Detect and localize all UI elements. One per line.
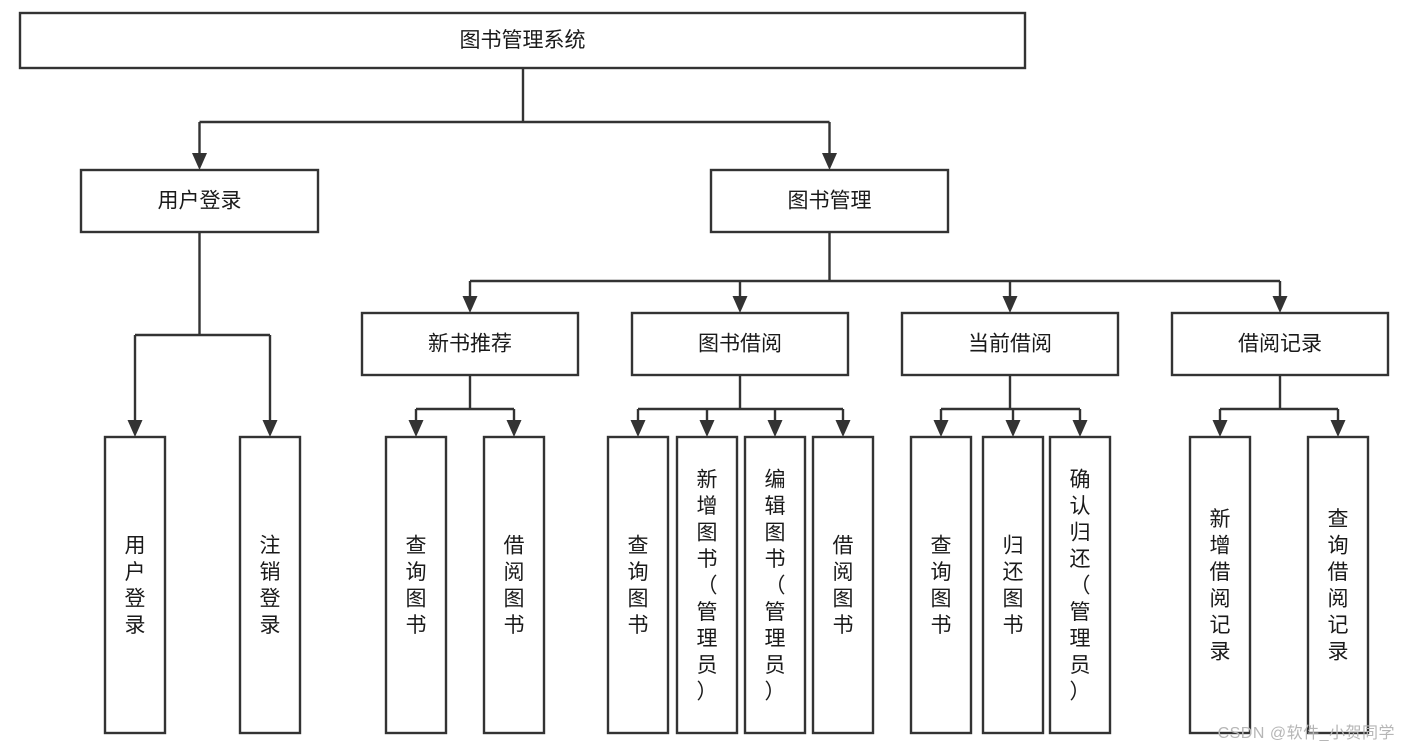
arrow-down-icon-level3-0 — [462, 296, 478, 313]
node-box — [900, 311, 1120, 377]
node-leaf-4[interactable]: 查询图书 — [606, 435, 670, 735]
watermark-text: CSDN @软件_小贺同学 — [1217, 725, 1395, 742]
node-label: 新书推荐 — [428, 333, 512, 356]
node-label: 确认归还（管理员） — [1070, 468, 1091, 703]
arrow-down-icon-leaf-2-3 — [835, 420, 851, 437]
node-label: 图书管理 — [788, 190, 872, 213]
node-leaf-1[interactable]: 注销登录 — [238, 435, 302, 735]
arrow-down-icon-leaf-3-2 — [1072, 420, 1088, 437]
arrow-down-icon-leaf-2-0 — [630, 420, 646, 437]
arrow-down-icon-leaf-2-2 — [767, 420, 783, 437]
node-level3-2[interactable]: 当前借阅 — [900, 311, 1120, 377]
node-label: 图书管理系统 — [460, 29, 586, 52]
node-label: 查询借阅记录 — [1328, 508, 1349, 664]
arrow-down-icon-level3-2 — [1002, 296, 1018, 313]
node-label: 查询图书 — [931, 535, 952, 638]
node-label: 查询图书 — [406, 535, 427, 638]
node-box — [909, 435, 973, 735]
node-leaf-0[interactable]: 用户登录 — [103, 435, 167, 735]
node-box — [79, 168, 320, 234]
arrow-down-icon-leaf-0-0 — [127, 420, 143, 437]
node-label: 用户登录 — [158, 190, 242, 213]
node-box — [630, 311, 850, 377]
node-label: 编辑图书（管理员） — [765, 468, 786, 703]
node-leaf-7[interactable]: 借阅图书 — [811, 435, 875, 735]
node-box — [384, 435, 448, 735]
arrow-down-icon-leaf-1-1 — [506, 420, 522, 437]
arrow-down-icon-level3-1 — [732, 296, 748, 313]
arrow-down-icon-level3-3 — [1272, 296, 1288, 313]
node-leaf-10[interactable]: 确认归还（管理员） — [1048, 435, 1112, 735]
node-box — [743, 435, 807, 735]
node-level3-1[interactable]: 图书借阅 — [630, 311, 850, 377]
node-box — [103, 435, 167, 735]
arrow-down-icon-leaf-0-1 — [262, 420, 278, 437]
arrow-down-icon-leaf-4-0 — [1212, 420, 1228, 437]
node-box — [18, 11, 1027, 70]
node-box — [606, 435, 670, 735]
node-leaf-5[interactable]: 新增图书（管理员） — [675, 435, 739, 735]
node-label: 图书借阅 — [698, 333, 782, 356]
node-box — [482, 435, 546, 735]
node-label: 借阅图书 — [833, 535, 854, 638]
node-level3-3[interactable]: 借阅记录 — [1170, 311, 1390, 377]
node-label: 新增图书（管理员） — [697, 468, 718, 703]
node-label: 归还图书 — [1003, 535, 1024, 638]
node-box — [360, 311, 580, 377]
node-box — [1048, 435, 1112, 735]
arrow-down-icon-leaf-1-0 — [408, 420, 424, 437]
node-leaf-8[interactable]: 查询图书 — [909, 435, 973, 735]
node-level2-1[interactable]: 图书管理 — [709, 168, 950, 234]
node-box — [675, 435, 739, 735]
arrow-down-icon-leaf-3-0 — [933, 420, 949, 437]
arrow-down-icon-leaf-3-1 — [1005, 420, 1021, 437]
arrow-down-icon-level2-1 — [822, 153, 837, 170]
node-label: 新增借阅记录 — [1210, 508, 1231, 664]
node-label: 查询图书 — [628, 535, 649, 638]
node-box — [709, 168, 950, 234]
node-box — [1306, 435, 1370, 735]
node-box — [238, 435, 302, 735]
node-root[interactable]: 图书管理系统 — [18, 11, 1027, 70]
node-leaf-11[interactable]: 新增借阅记录 — [1188, 435, 1252, 735]
node-leaf-2[interactable]: 查询图书 — [384, 435, 448, 735]
arrow-down-icon-level2-0 — [192, 153, 207, 170]
node-box — [1170, 311, 1390, 377]
node-label: 注销登录 — [260, 535, 281, 638]
arrow-down-icon-leaf-2-1 — [699, 420, 715, 437]
node-leaf-3[interactable]: 借阅图书 — [482, 435, 546, 735]
node-level3-0[interactable]: 新书推荐 — [360, 311, 580, 377]
arrow-down-icon-leaf-4-1 — [1330, 420, 1346, 437]
node-box — [811, 435, 875, 735]
node-label: 借阅记录 — [1238, 333, 1322, 356]
node-box — [981, 435, 1045, 735]
node-leaf-12[interactable]: 查询借阅记录 — [1306, 435, 1370, 735]
node-level2-0[interactable]: 用户登录 — [79, 168, 320, 234]
node-box — [1188, 435, 1252, 735]
node-label: 当前借阅 — [968, 333, 1052, 356]
node-leaf-6[interactable]: 编辑图书（管理员） — [743, 435, 807, 735]
node-label: 用户登录 — [125, 535, 146, 638]
node-label: 借阅图书 — [504, 535, 525, 638]
node-leaf-9[interactable]: 归还图书 — [981, 435, 1045, 735]
